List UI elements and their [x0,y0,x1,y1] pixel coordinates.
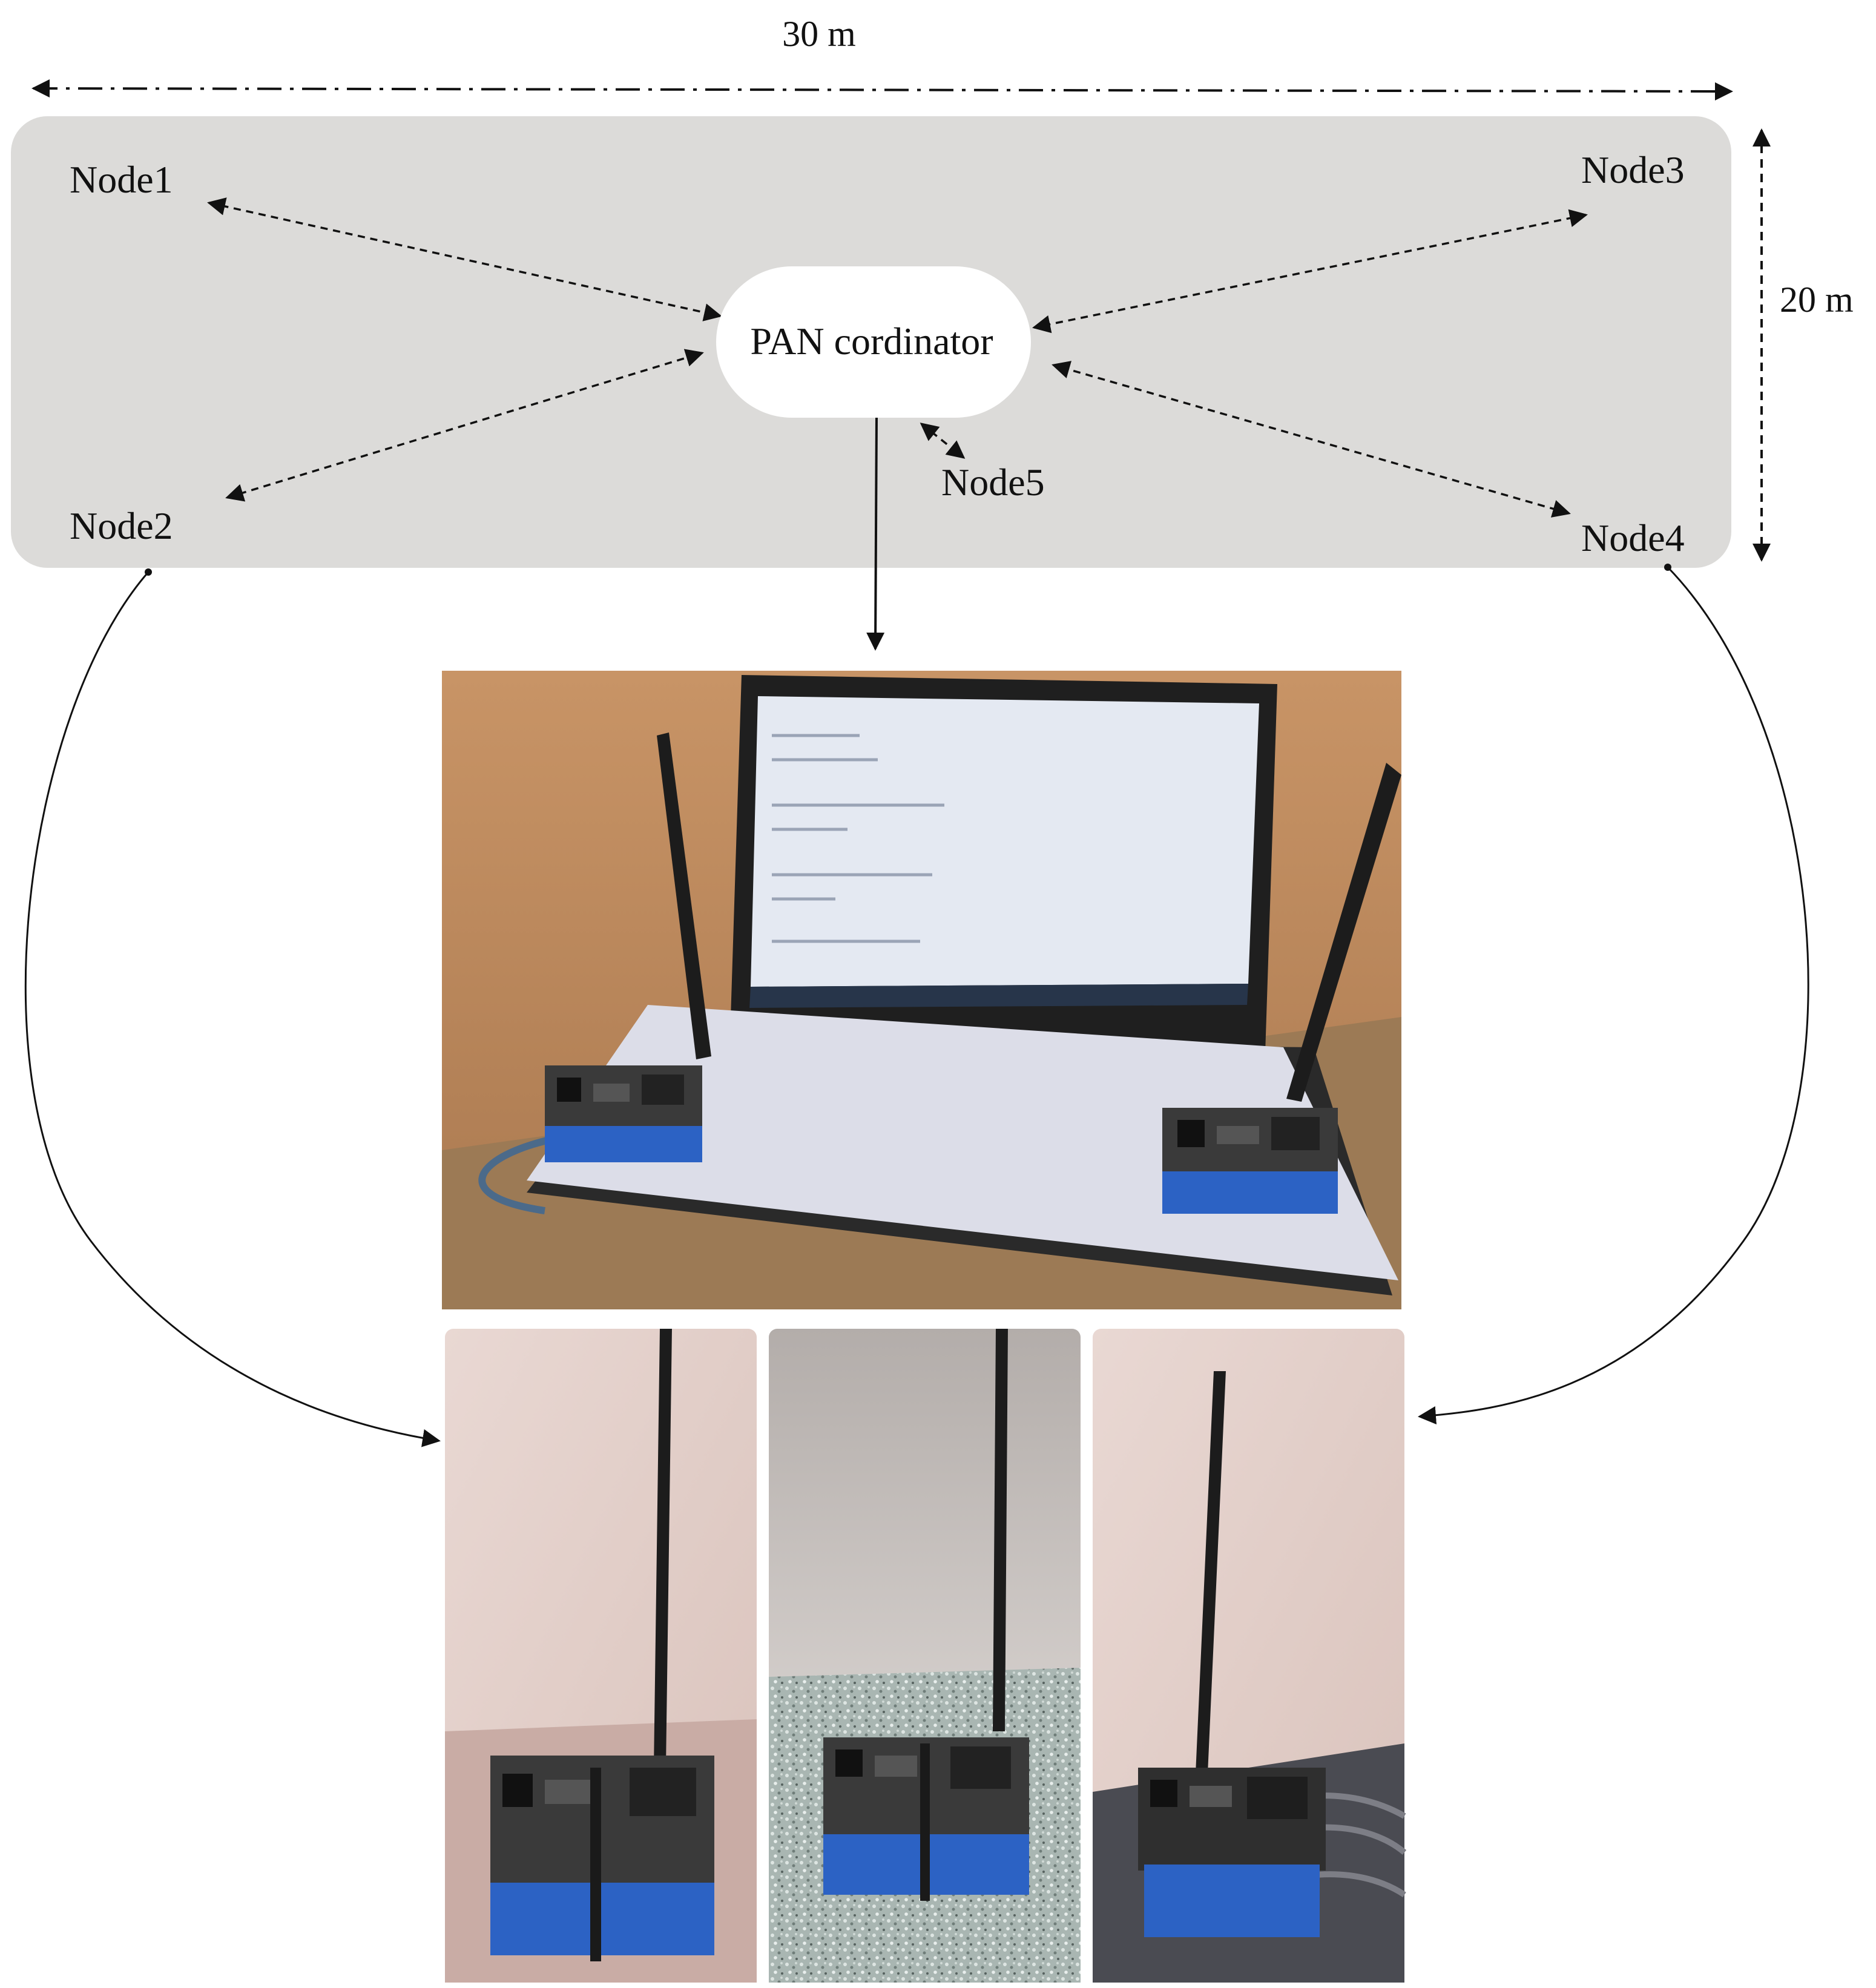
width-label: 30 m [782,14,856,54]
link-node2 [225,349,704,502]
width-dimension: 30 m [31,14,1733,100]
link-node1 [207,197,722,321]
node4-connector-dot [1664,564,1671,571]
node-photo-connectors [24,564,1809,1447]
sensor-node-photo-2 [769,1329,1081,1983]
node1-label: Node1 [70,158,173,201]
radio-links [207,197,1588,518]
link-node4 [1052,361,1571,518]
link-node5 [920,423,966,459]
node2-to-photo-connector [24,571,441,1447]
node2-label: Node2 [70,504,173,547]
pan-coordinator-label: PAN cordinator [750,320,993,363]
height-dimension: 20 m [1753,128,1854,562]
node4-to-photo-connector [1418,566,1809,1424]
coordinator-setup-photo [442,671,1401,1309]
laptop-screen [751,696,1259,987]
node5-label: Node5 [941,461,1045,504]
pan-coordinator-shape [716,266,1031,418]
height-label: 20 m [1780,280,1854,320]
sensor-node-photo-3 [1093,1329,1407,1983]
width-dimension-line [31,79,1733,100]
sensor-node-photo-1 [445,1329,757,1983]
link-node3 [1032,209,1588,334]
node3-label: Node3 [1581,148,1685,191]
coordinator-left-node [545,732,711,1162]
coordinator-right-node [1162,763,1401,1214]
pan-coordinator: PAN cordinator [716,266,1031,418]
node4-label: Node4 [1581,516,1685,559]
coordinator-to-photo-arrow [866,417,885,651]
node2-connector-dot [145,568,152,576]
